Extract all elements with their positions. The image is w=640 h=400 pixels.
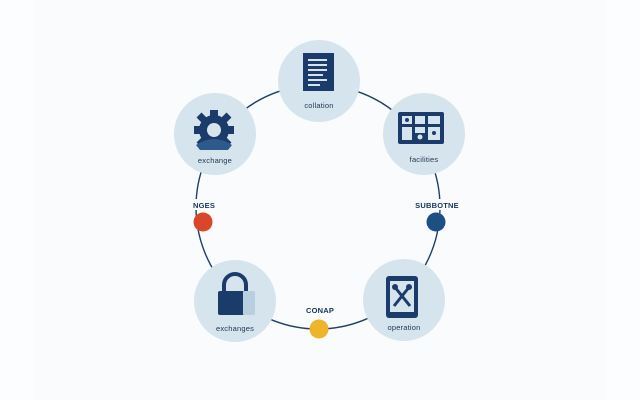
marker-bottom-label: CONAP <box>306 306 334 315</box>
marker-right-label-bg <box>414 199 460 210</box>
lock-icon <box>218 272 255 315</box>
marker-left-label-bg <box>191 199 219 210</box>
node-lower-right[interactable]: operation <box>363 259 445 341</box>
node-upper-left-label: exchange <box>198 156 232 165</box>
marker-bottom-dot <box>309 319 329 339</box>
node-upper-right[interactable]: facilities <box>383 93 465 175</box>
node-upper-left[interactable]: exchange <box>174 93 256 175</box>
document-icon <box>303 53 334 91</box>
gear-icon <box>194 110 234 150</box>
marker-right[interactable]: SUBBOTNE <box>414 199 460 232</box>
marker-left-label: NGES <box>193 201 215 210</box>
marker-left[interactable]: NGES <box>191 199 219 232</box>
node-lower-left[interactable]: exchanges <box>194 260 276 342</box>
node-lower-left-label: exchanges <box>216 324 254 333</box>
node-upper-right-label: facilities <box>410 155 439 164</box>
node-top-label: collation <box>304 101 333 110</box>
marker-bottom[interactable]: CONAP <box>300 305 340 339</box>
dashboard-icon <box>398 112 444 144</box>
tools-tablet-icon <box>386 276 418 318</box>
node-lower-right-label: operation <box>387 323 420 332</box>
marker-left-dot <box>193 212 213 232</box>
node-top[interactable]: collation <box>278 40 360 122</box>
marker-bottom-label-bg <box>300 305 340 316</box>
marker-right-dot <box>426 212 446 232</box>
marker-right-label: SUBBOTNE <box>415 201 459 210</box>
